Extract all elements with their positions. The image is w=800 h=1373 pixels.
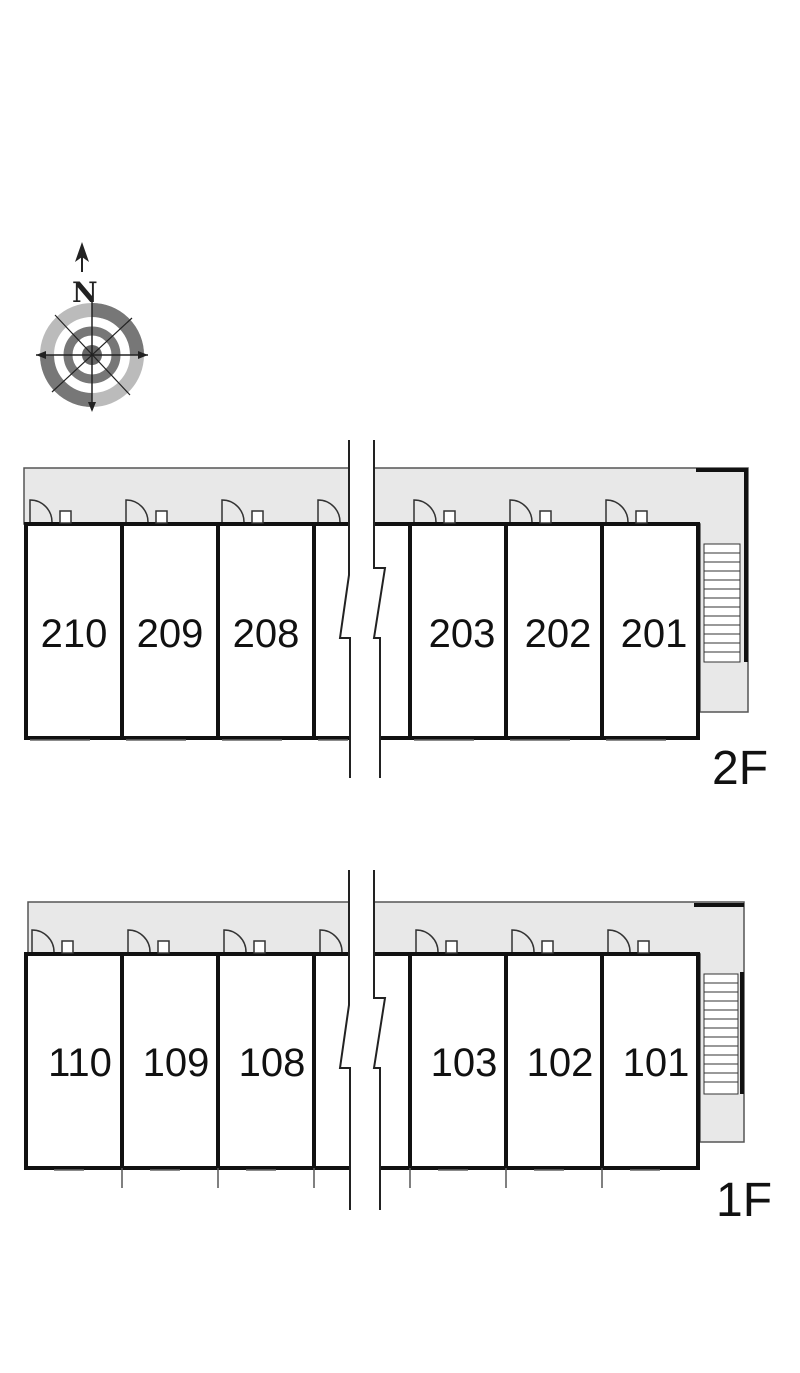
unit-110: 110 [48, 1041, 112, 1085]
unit-209: 209 [137, 612, 204, 656]
unit-102: 102 [527, 1041, 594, 1085]
floor-plan-1f: 110 109 108 103 102 101 1F [24, 870, 772, 1227]
compass-icon [36, 300, 148, 412]
unit-108: 108 [239, 1041, 306, 1085]
unit-101: 101 [623, 1041, 690, 1085]
unit-203: 203 [429, 612, 496, 656]
unit-103: 103 [431, 1041, 498, 1085]
unit-210: 210 [41, 612, 108, 656]
floor-plan-2f: 210 209 208 203 202 201 2F [23, 440, 768, 795]
staircase-1f [703, 973, 739, 1095]
unit-201: 201 [621, 612, 688, 656]
floor-label-1f: 1F [716, 1174, 772, 1227]
doors-2f [29, 499, 648, 524]
unit-208: 208 [233, 612, 300, 656]
unit-109: 109 [143, 1041, 210, 1085]
north-label: N [72, 276, 98, 309]
doors-1f [31, 929, 650, 954]
unit-202: 202 [525, 612, 592, 656]
floor-label-2f: 2F [712, 742, 768, 795]
staircase-2f [703, 543, 741, 663]
north-arrow-icon [75, 242, 89, 272]
